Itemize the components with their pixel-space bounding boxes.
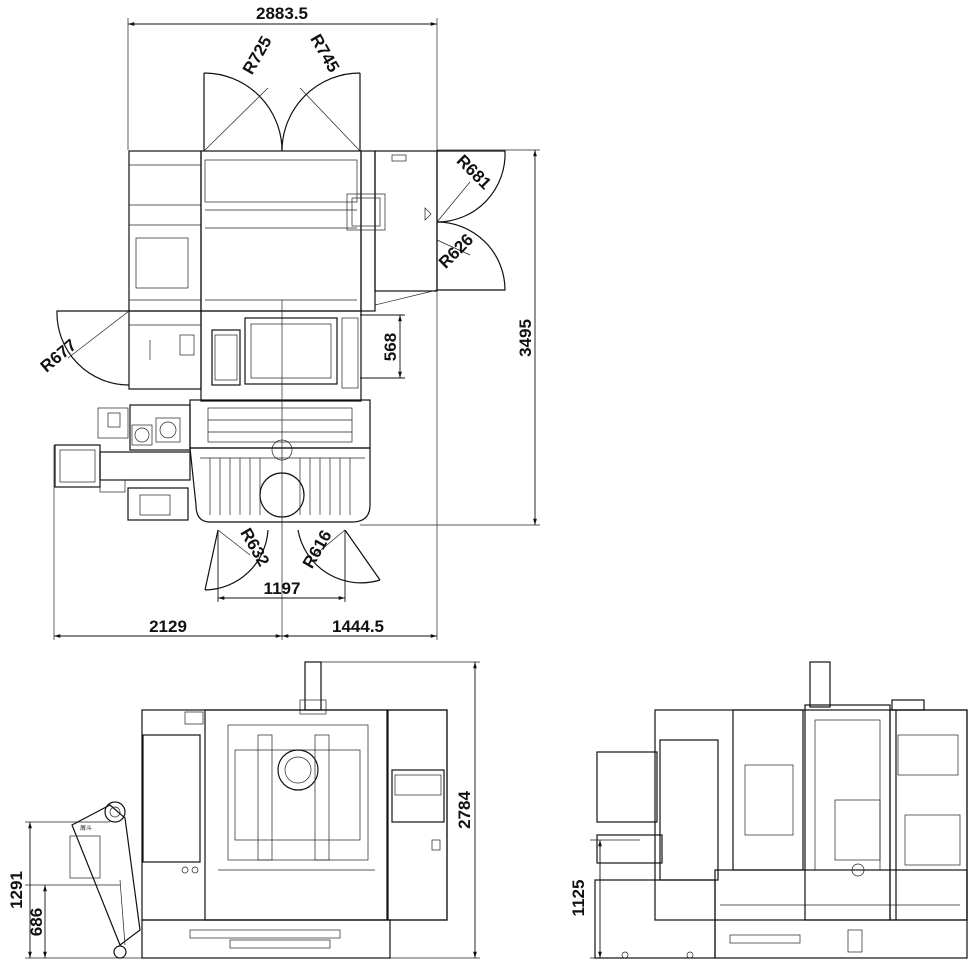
plan-view: 2883.5 3495 568 1197 2129 1444.5 R725 R7… — [37, 4, 540, 640]
dim-left-width: 2129 — [149, 617, 187, 636]
dim-panel-height: 568 — [381, 333, 400, 361]
svg-text:屑斗: 屑斗 — [80, 825, 92, 832]
radius-r677: R677 — [37, 335, 80, 376]
radius-r681: R681 — [453, 151, 495, 193]
dim-height-1291: 1291 — [7, 871, 26, 909]
dim-height-686: 686 — [27, 908, 46, 936]
dim-overall-width: 2883.5 — [256, 4, 308, 23]
dim-side-height: 1125 — [569, 880, 588, 917]
radius-r745: R745 — [306, 31, 343, 76]
radius-r725: R725 — [239, 33, 276, 78]
side-view: 1125 — [569, 661, 968, 959]
front-view: 屑斗 2784 1291 686 — [7, 661, 480, 959]
dim-right-width: 1444.5 — [332, 617, 384, 636]
dim-front-height: 2784 — [455, 791, 474, 829]
dim-overall-depth: 3495 — [516, 319, 535, 357]
dim-door-width: 1197 — [264, 579, 301, 598]
conveyor-slats — [209, 458, 351, 515]
radius-r626: R626 — [435, 230, 477, 272]
